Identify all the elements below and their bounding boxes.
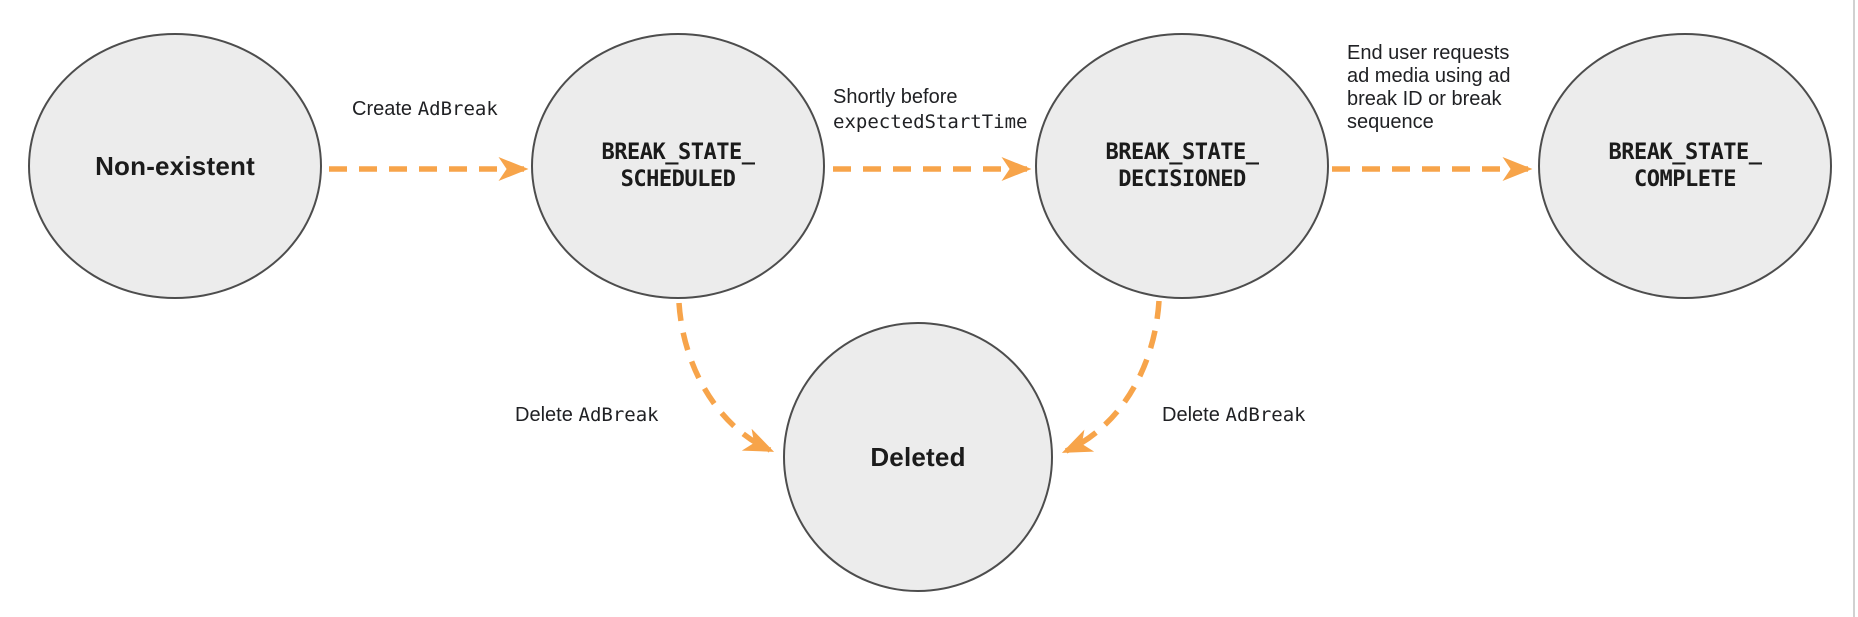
edge-label-code: AdBreak	[417, 98, 498, 120]
edge-label-text: Delete	[1162, 404, 1220, 426]
edge-label-text: End user requests ad media using ad brea…	[1347, 42, 1511, 133]
edge-label-end-user-requests: End user requests ad media using ad brea…	[1347, 42, 1522, 134]
arrow-scheduled-to-deleted	[676, 302, 775, 453]
state-node-label-line2: COMPLETE	[1634, 167, 1736, 192]
state-node-break-state-complete: BREAK_STATE_ COMPLETE	[1538, 33, 1832, 299]
edge-label-text: Create	[352, 98, 413, 120]
edge-label-code: AdBreak	[1225, 404, 1306, 426]
edge-label-code: expectedStartTime	[833, 111, 1028, 133]
arrow-decisioned-to-deleted	[1061, 300, 1162, 454]
edge-label-text: Shortly before	[833, 86, 958, 108]
state-node-label-line1: BREAK_STATE_	[1105, 140, 1259, 165]
state-node-label: Non-existent	[95, 150, 255, 181]
state-node-label-line1: BREAK_STATE_	[601, 140, 755, 165]
state-node-break-state-decisioned: BREAK_STATE_ DECISIONED	[1035, 33, 1329, 299]
state-node-label: Deleted	[870, 441, 966, 472]
state-node-break-state-scheduled: BREAK_STATE_ SCHEDULED	[531, 33, 825, 299]
state-node-non-existent: Non-existent	[28, 33, 322, 299]
state-node-label-line1: BREAK_STATE_	[1608, 140, 1762, 165]
edge-label-shortly-before-expectedstarttime: Shortly before expectedStartTime	[833, 85, 1027, 135]
page-edge-divider	[1853, 0, 1855, 617]
state-node-label-line2: DECISIONED	[1118, 167, 1246, 192]
state-node-deleted: Deleted	[783, 322, 1053, 592]
edge-label-code: AdBreak	[578, 404, 659, 426]
state-node-label-line2: SCHEDULED	[620, 167, 736, 192]
edge-label-text: Delete	[515, 404, 573, 426]
